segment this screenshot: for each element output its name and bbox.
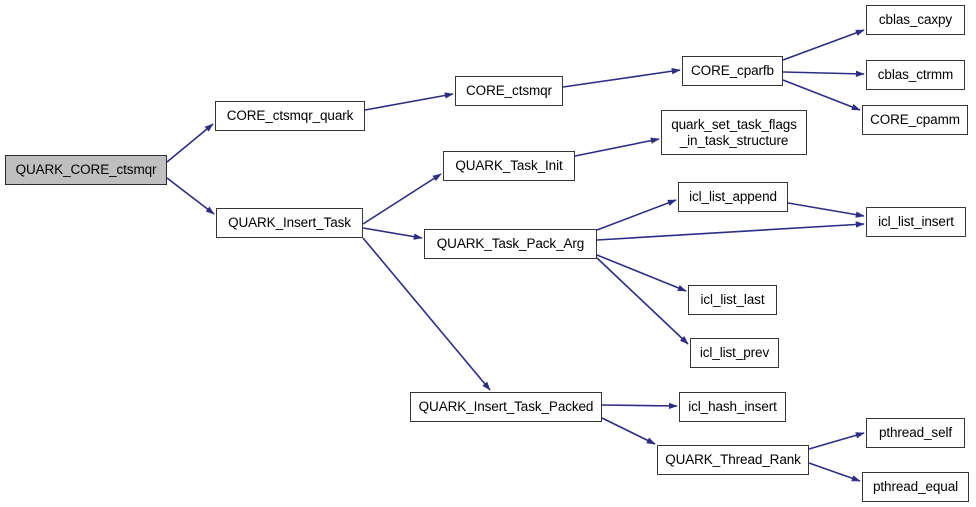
node-cblas_ctrmm[interactable]: cblas_ctrmm [866, 60, 965, 90]
node-core_ctsmqr_quark[interactable]: CORE_ctsmqr_quark [215, 101, 365, 131]
node-core_cparfb[interactable]: CORE_cparfb [682, 56, 783, 86]
node-quark_thread_rank[interactable]: QUARK_Thread_Rank [657, 445, 809, 475]
call-edge-quark_core_ctsmqr-to-quark_insert_task [166, 177, 215, 215]
edge-layer [166, 29, 865, 482]
node-label-pthread_self: pthread_self [878, 425, 953, 441]
node-quark_task_pack_arg[interactable]: QUARK_Task_Pack_Arg [424, 229, 597, 259]
node-label-cblas_ctrmm: cblas_ctrmm [877, 67, 954, 83]
node-quark_set_task_flags[interactable]: quark_set_task_flags _in_task_structure [661, 110, 807, 155]
call-edge-quark_insert_task-to-quark_insert_task_packed [362, 237, 491, 391]
call-edge-quark_insert_task_packed-to-quark_thread_rank [601, 417, 656, 445]
node-quark_insert_task_packed[interactable]: QUARK_Insert_Task_Packed [410, 392, 602, 422]
call-edge-quark_insert_task-to-quark_task_init [362, 173, 442, 225]
call-edge-core_ctsmqr-to-core_cparfb [562, 68, 681, 88]
call-edge-quark_task_pack_arg-to-icl_list_prev [596, 257, 689, 345]
node-core_ctsmqr[interactable]: CORE_ctsmqr [455, 76, 563, 106]
node-label-pthread_equal: pthread_equal [872, 479, 959, 495]
node-label-core_cpamm: CORE_cpamm [870, 112, 960, 128]
node-cblas_caxpy[interactable]: cblas_caxpy [866, 5, 965, 35]
node-label-quark_thread_rank: QUARK_Thread_Rank [665, 452, 801, 468]
node-pthread_self[interactable]: pthread_self [866, 418, 965, 448]
node-icl_list_append[interactable]: icl_list_append [678, 182, 788, 212]
node-quark_core_ctsmqr[interactable]: QUARK_CORE_ctsmqr [5, 155, 167, 185]
call-edge-quark_insert_task_packed-to-icl_hash_insert [601, 402, 678, 410]
call-edge-quark_insert_task-to-quark_task_pack_arg [362, 227, 423, 240]
node-core_cpamm[interactable]: CORE_cpamm [862, 105, 968, 135]
node-label-quark_set_task_flags: quark_set_task_flags _in_task_structure [671, 117, 797, 148]
node-label-icl_list_append: icl_list_append [689, 189, 777, 205]
call-edge-core_cparfb-to-cblas_caxpy [782, 29, 865, 61]
call-edge-quark_task_init-to-quark_set_task_flags [574, 137, 660, 157]
call-edge-quark_task_pack_arg-to-icl_list_append [596, 199, 677, 231]
node-label-quark_insert_task: QUARK_Insert_Task [228, 215, 351, 231]
node-label-cblas_caxpy: cblas_caxpy [878, 12, 953, 28]
node-icl_list_prev[interactable]: icl_list_prev [690, 338, 779, 368]
node-pthread_equal[interactable]: pthread_equal [862, 472, 969, 502]
node-icl_list_insert[interactable]: icl_list_insert [866, 207, 966, 237]
node-label-icl_hash_insert: icl_hash_insert [688, 399, 777, 415]
call-edge-core_ctsmqr_quark-to-core_ctsmqr [364, 92, 454, 111]
node-label-quark_insert_task_packed: QUARK_Insert_Task_Packed [418, 399, 594, 415]
node-label-core_ctsmqr: CORE_ctsmqr [466, 83, 552, 99]
call-edge-core_cparfb-to-cblas_ctrmm [782, 70, 865, 77]
call-edge-quark_thread_rank-to-pthread_self [808, 432, 865, 450]
node-label-quark_task_pack_arg: QUARK_Task_Pack_Arg [436, 236, 585, 252]
node-quark_insert_task[interactable]: QUARK_Insert_Task [216, 208, 363, 238]
call-edge-quark_task_pack_arg-to-icl_list_last [596, 254, 687, 292]
call-edge-core_cparfb-to-core_cpamm [782, 79, 861, 111]
node-icl_list_last[interactable]: icl_list_last [688, 285, 777, 315]
node-label-quark_core_ctsmqr: QUARK_CORE_ctsmqr [15, 162, 157, 178]
call-edge-icl_list_append-to-icl_list_insert [787, 202, 865, 218]
node-label-core_ctsmqr_quark: CORE_ctsmqr_quark [226, 108, 354, 124]
call-edge-quark_thread_rank-to-pthread_equal [808, 462, 861, 482]
node-label-icl_list_insert: icl_list_insert [878, 214, 954, 230]
node-label-core_cparfb: CORE_cparfb [691, 63, 774, 79]
call-edge-quark_core_ctsmqr-to-core_ctsmqr_quark [166, 123, 214, 163]
node-label-icl_list_last: icl_list_last [700, 292, 765, 308]
call-edge-quark_task_pack_arg-to-icl_list_insert [596, 221, 865, 241]
node-label-quark_task_init: QUARK_Task_Init [455, 158, 563, 174]
node-icl_hash_insert[interactable]: icl_hash_insert [679, 392, 786, 422]
node-label-icl_list_prev: icl_list_prev [699, 345, 770, 361]
node-quark_task_init[interactable]: QUARK_Task_Init [443, 151, 575, 181]
